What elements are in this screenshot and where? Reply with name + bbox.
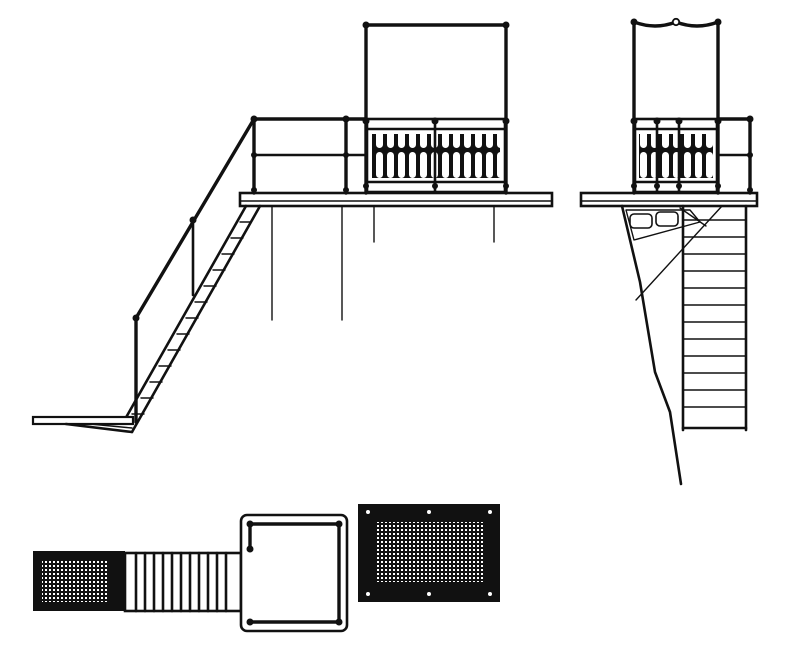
stair-treads [131,221,252,415]
end-deck-platform [579,191,759,208]
end-guard-rail [716,115,754,195]
stair-stringers [122,204,262,434]
bottom-landing [31,415,135,434]
end-ladder [681,204,748,432]
side-elevation [31,21,554,434]
support-posts [271,205,495,321]
deck-platform [238,191,554,208]
plan-landing [33,551,125,611]
plan-view [33,513,349,633]
stair-handrail [132,117,256,424]
guard-rails [250,115,368,195]
balustrade-panel [362,117,510,194]
end-elevation [579,17,759,486]
hull-section [620,204,723,486]
grating-detail [358,504,500,602]
plan-stair [123,551,243,613]
plan-platform [239,513,349,633]
end-balustrade-panel [630,117,722,194]
